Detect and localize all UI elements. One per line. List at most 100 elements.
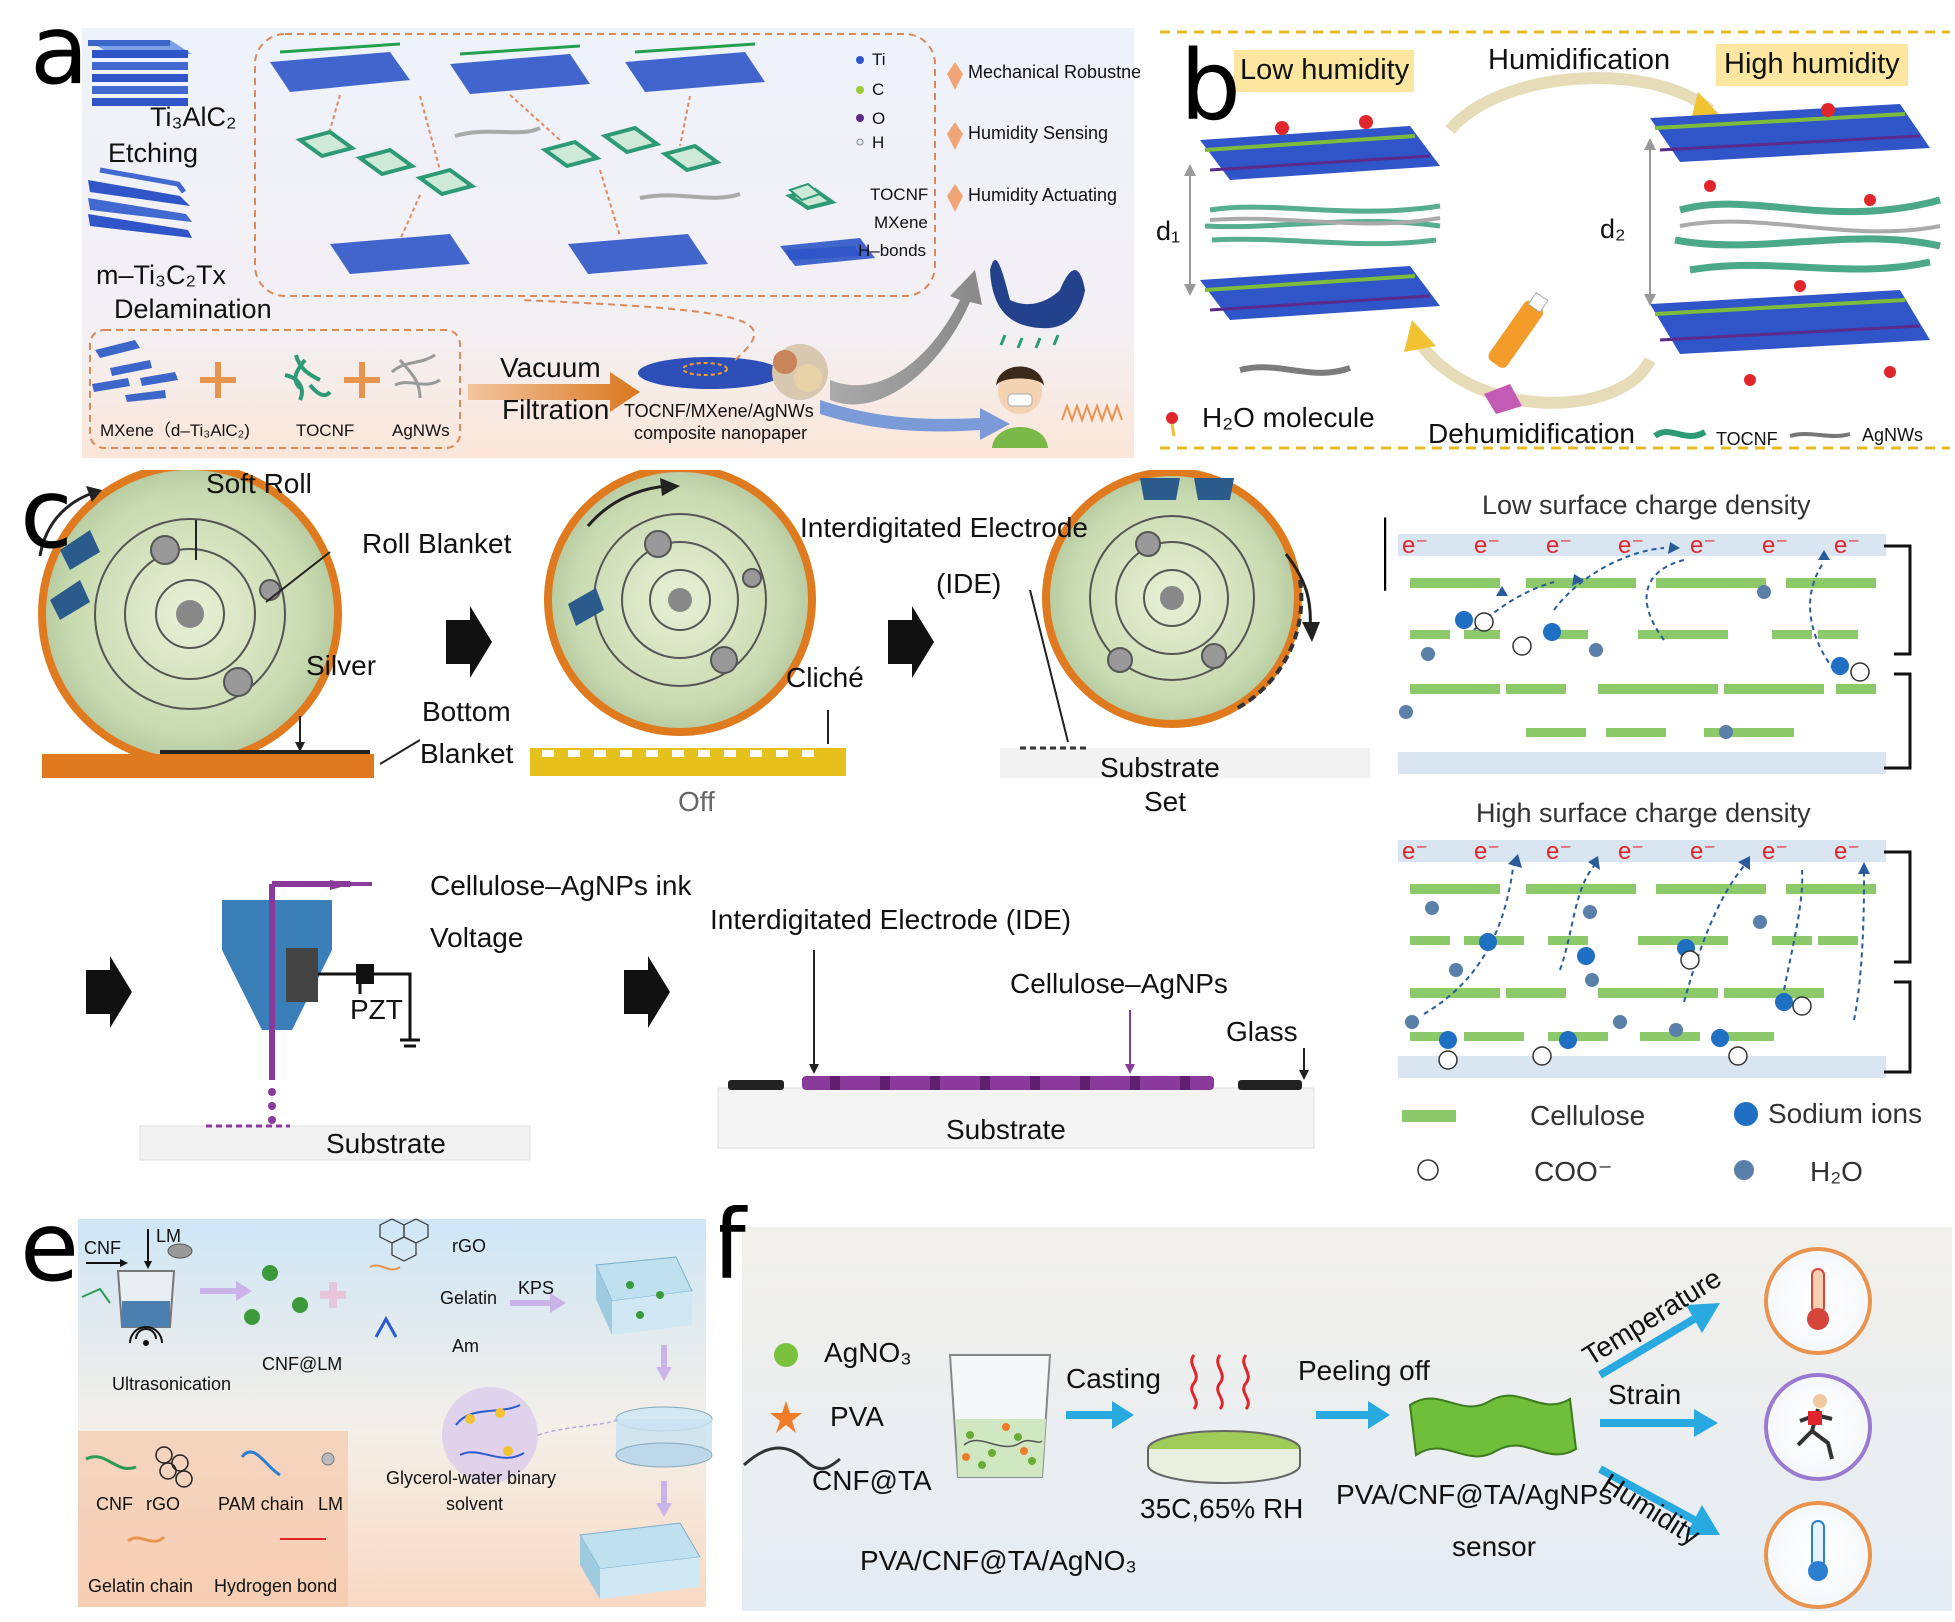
bracket-icons <box>1884 544 1912 770</box>
label-substrate-right: Substrate <box>946 1114 1066 1145</box>
hydrogel-final-icon <box>579 1522 701 1599</box>
electron-label: e⁻ <box>1762 532 1789 559</box>
ink-droplets <box>268 1088 276 1124</box>
ion-paths <box>1423 859 1865 1021</box>
lm-droplet-icon <box>167 1243 193 1259</box>
legend-hydrogen-bond: Hydrogen bond <box>214 1576 338 1596</box>
legend-mxene: MXene <box>874 213 928 232</box>
mxene-layer-bottom-left <box>1200 266 1440 320</box>
legend-hbonds: H–bonds <box>858 241 927 260</box>
dehumidification-arrow-icon <box>1412 336 1656 409</box>
ion-paths <box>1473 547 1835 671</box>
sodium-ion-icons <box>1455 611 1849 675</box>
sensor-film-icon <box>1408 1394 1578 1458</box>
rgo-icon <box>379 1218 429 1262</box>
electron-label: e⁻ <box>1834 532 1861 559</box>
water-molecule-icons <box>1275 103 1896 386</box>
legend-sodium-icon <box>1734 1102 1758 1126</box>
electron-label: e⁻ <box>1834 838 1861 865</box>
legend-h2o-icon <box>1734 1160 1754 1180</box>
rotation-arrow-icon <box>1284 553 1312 631</box>
bottom-blanket-icon <box>42 754 374 778</box>
label-gelatin: Gelatin <box>440 1288 498 1308</box>
person-mask-icon <box>992 366 1048 448</box>
charged-surface-bottom <box>1398 1056 1886 1078</box>
label-cnf-lm: CNF@LM <box>262 1354 343 1374</box>
diamond-bullet-icon <box>947 62 963 90</box>
legend-coo-icon <box>1417 1159 1439 1181</box>
cnf-ta-legend-icon <box>742 1446 841 1471</box>
hydrogel-block-icon <box>595 1256 693 1335</box>
label-ultrasonication: Ultrasonication <box>112 1374 232 1394</box>
petri-dish-icon <box>1147 1430 1301 1484</box>
label-agnws: AgNWs <box>1862 425 1924 445</box>
legend-cellulose: Cellulose <box>1530 1100 1646 1131</box>
step-arrow-icon <box>86 956 132 1028</box>
label-substrate-left: Substrate <box>326 1128 446 1159</box>
label-ti3alc2: Ti₃AlC₂ <box>150 102 237 132</box>
temperature-circle-icon <box>1764 1247 1872 1355</box>
roll-blanket-pointer <box>265 551 331 603</box>
tocnf-legend-icon <box>1653 429 1707 439</box>
legend-h2o: H₂O <box>1810 1156 1863 1187</box>
label-etching: Etching <box>108 138 199 168</box>
arrowhead-icons <box>1496 542 1830 596</box>
label-conditions: 35C,65% RH <box>1140 1493 1304 1524</box>
low-humidity-highlight <box>1234 50 1414 92</box>
sensing-arrow-icon <box>820 400 1010 440</box>
label-blanket: Blanket <box>420 738 514 769</box>
mxene-layer-top-right <box>1650 104 1930 162</box>
legend-cnf: CNF <box>96 1494 133 1514</box>
arrowhead-icons <box>1508 854 1870 874</box>
panel-c-graphics <box>38 470 1370 1161</box>
panel-letter: e <box>20 1205 80 1303</box>
panel-letter: d <box>1384 510 1395 606</box>
panel-f-graphics <box>742 1227 1952 1611</box>
label-silver: Silver <box>306 650 377 681</box>
panel-d-graphics <box>1398 534 1912 1181</box>
plus-icon <box>320 1282 346 1308</box>
ink-input-arrow-icon <box>330 880 352 890</box>
label-product-2: sensor <box>1452 1531 1537 1562</box>
title-high-charge: High surface charge density <box>1476 798 1811 828</box>
label-ink: Cellulose–AgNPs ink <box>430 870 692 901</box>
label-dehumidification: Dehumidification <box>1428 418 1635 449</box>
hbond-lines <box>329 94 691 241</box>
ultrasonic-icon <box>129 1326 163 1346</box>
gelatin-icon <box>369 1264 401 1271</box>
cnf-fiber-icon <box>81 1287 111 1304</box>
legend-gelatin-icon <box>127 1535 166 1543</box>
legend-tocnf: TOCNF <box>870 185 929 204</box>
label-h2o-molecule: H₂O molecule <box>1202 402 1375 433</box>
heated-sample-icon <box>1484 384 1522 414</box>
step-arrow-icon <box>888 606 934 678</box>
ti3alc2-stack-icon <box>88 40 192 106</box>
label-nanopaper-2: composite nanopaper <box>634 423 808 443</box>
h-atom-icon <box>856 138 864 146</box>
label-agnws: AgNWs <box>392 421 450 440</box>
label-voltage: Voltage <box>430 922 524 953</box>
legend-rgo-icon <box>155 1446 193 1488</box>
label-d2: d₂ <box>1600 214 1626 244</box>
temperature-arrow-icon <box>1597 1315 1697 1379</box>
h2o-icons <box>1399 585 1771 739</box>
label-lm: LM <box>156 1226 182 1246</box>
panel-letter: c <box>20 470 73 570</box>
label-solvent-1: Glycerol-water binary <box>386 1468 557 1488</box>
panel-b-graphics <box>1160 30 1950 450</box>
label-ide-1: Interdigitated Electrode <box>800 512 1088 543</box>
humidity-drops-icon <box>999 334 1060 349</box>
legend-cnf-icon <box>85 1455 137 1470</box>
label-cnf: CNF <box>84 1238 121 1258</box>
ti-atom-icon <box>856 56 864 64</box>
agnw-sample-icon <box>1239 364 1351 376</box>
panel-letter: a <box>30 0 89 106</box>
solvent-dish-icon <box>615 1406 713 1468</box>
cellulose-agnps-line-icon <box>802 1076 1214 1090</box>
tocnf-fibers-right <box>1674 196 1941 274</box>
legend-lm-icon <box>321 1452 335 1466</box>
bottom-blanket-pointer <box>379 739 421 765</box>
property-mechanical: Mechanical Robustnes <box>968 62 1140 82</box>
charged-surface-bottom <box>1398 752 1886 774</box>
mxene-sheet-icons <box>270 42 875 274</box>
